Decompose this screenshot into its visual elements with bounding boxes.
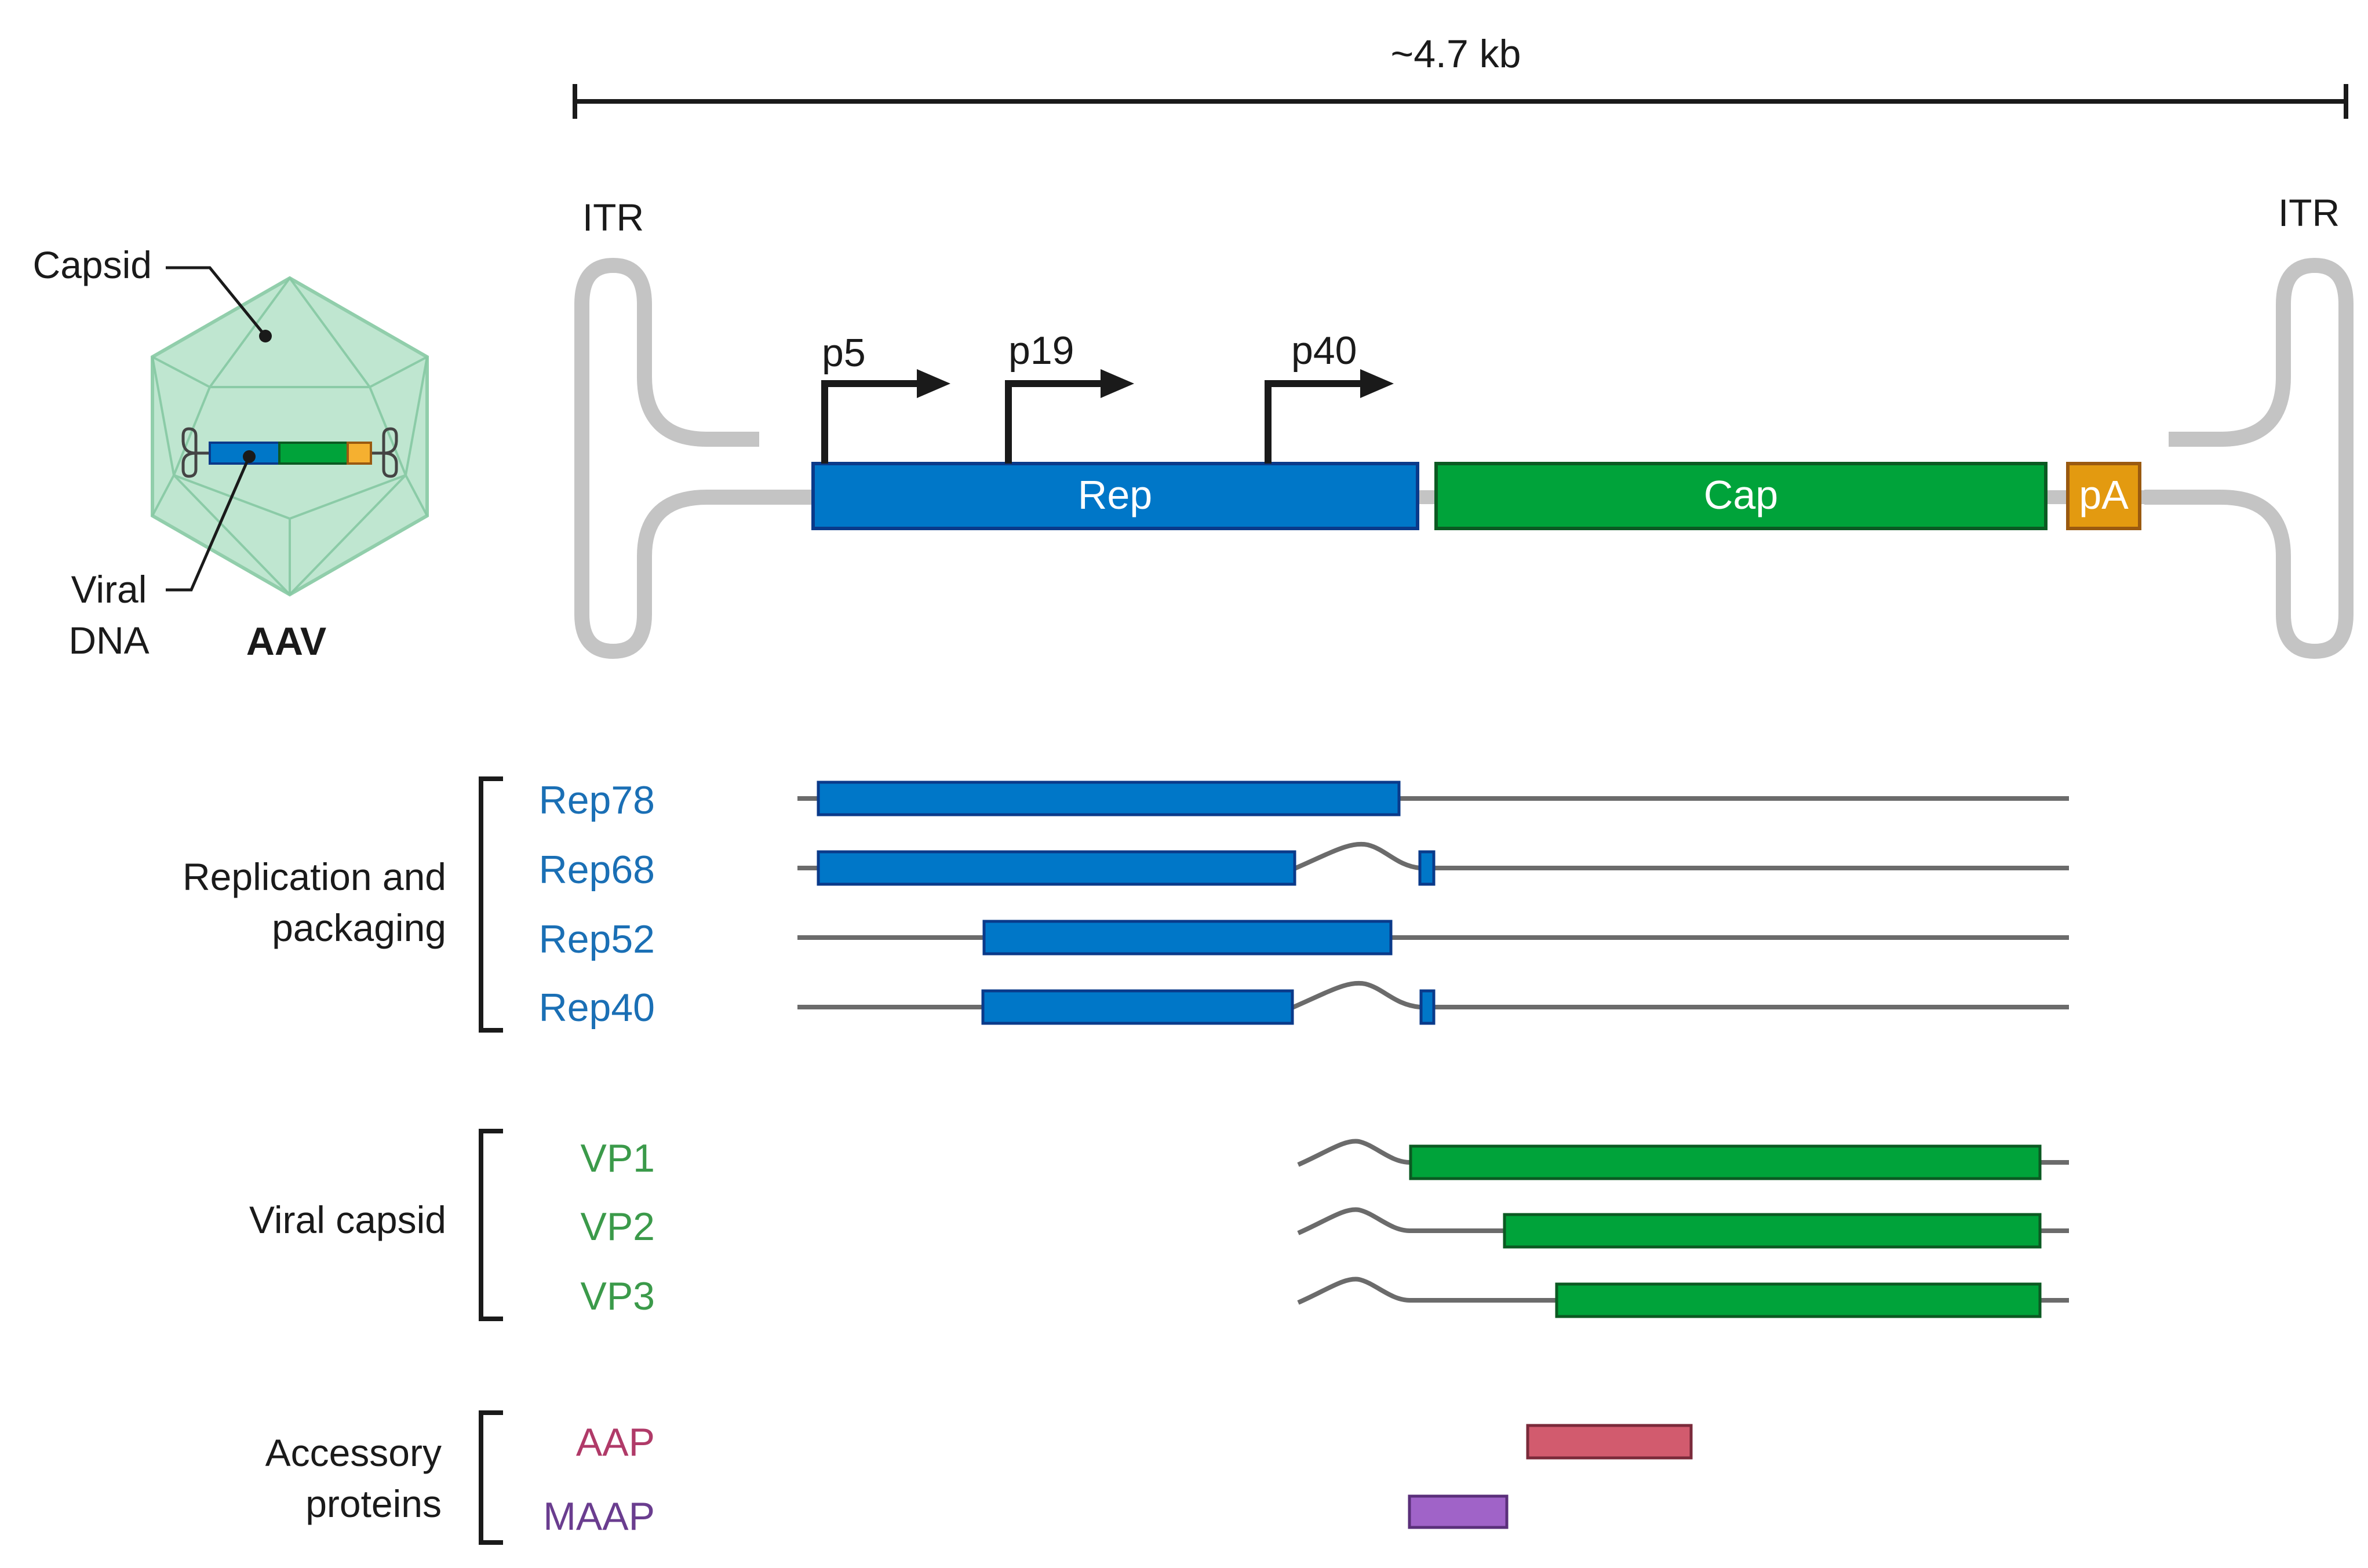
rep40-exon-2: [1419, 989, 1436, 1025]
aap-exon: [1526, 1424, 1693, 1460]
rep52-exon: [982, 920, 1393, 956]
promoter-p5-label: p5: [822, 331, 866, 375]
promoter-p19-arrowhead: [1101, 369, 1134, 398]
viral-dna-callout-dot: [243, 450, 256, 463]
vp2-label: VP2: [580, 1205, 655, 1249]
promoter-p40-arrow: [1265, 380, 1362, 464]
genome-map: ITR ITR Rep Cap pA p5 p19 p40: [574, 191, 2354, 659]
group-accessory-bracket: [479, 1410, 503, 1545]
itr-right-label: ITR: [2278, 191, 2340, 234]
transcript-labels: Rep78 Rep68 Rep52 Rep40 VP1 VP2 VP3 AAP …: [539, 778, 655, 1538]
viral-dna-label-line1: Viral: [71, 568, 147, 611]
aav-particle: Capsid Viral DNA AAV: [33, 243, 429, 663]
promoter-p5-arrow: [821, 380, 919, 464]
rep68-track: [797, 841, 2069, 870]
promoter-p5: p5: [821, 331, 950, 464]
aap-label: AAP: [576, 1420, 655, 1464]
rep40-track: [797, 980, 2069, 1009]
capsid-callout-line: [166, 266, 267, 337]
aav-label: AAV: [246, 619, 327, 663]
length-scale: ~4.7 kb: [573, 32, 2348, 119]
transcript-tracks: [797, 796, 2069, 1305]
capsid-label: Capsid: [33, 243, 152, 286]
capsid-facets: [151, 277, 428, 596]
mini-itr-right: [371, 427, 398, 478]
group-capsid-bracket: [479, 1129, 503, 1321]
rep52-label: Rep52: [539, 917, 655, 961]
cap-gene-box: [1434, 462, 2048, 530]
promoter-p5-arrowhead: [917, 369, 950, 398]
group-accessory-label-line2: proteins: [305, 1482, 442, 1525]
viral-dna-label-line2: DNA: [68, 619, 149, 662]
promoter-p40-arrowhead: [1360, 369, 1394, 398]
pa-box: [2066, 462, 2141, 530]
maap-exon: [1408, 1494, 1509, 1529]
mini-itr-left: [181, 427, 210, 478]
rep-gene-box: [811, 462, 1419, 530]
promoter-p19-arrow: [1005, 380, 1103, 464]
promoter-p19-label: p19: [1008, 329, 1074, 373]
group-replication-bracket: [479, 776, 503, 1033]
capsid-callout-dot: [259, 330, 272, 342]
itr-left-label: ITR: [582, 196, 644, 239]
group-accessory: Accessory proteins: [265, 1410, 503, 1545]
maap-label: MAAP: [543, 1494, 655, 1538]
itr-right-hairpin: [2144, 258, 2354, 659]
rep-gene-label: Rep: [1078, 472, 1152, 517]
rep40-label: Rep40: [539, 986, 655, 1030]
vp2-exon: [1503, 1213, 2042, 1249]
viral-dna-callout-line: [166, 456, 251, 592]
promoter-p40-label: p40: [1291, 329, 1357, 373]
group-accessory-label-line1: Accessory: [265, 1431, 442, 1474]
group-capsid-label: Viral capsid: [249, 1198, 446, 1241]
vp3-exon: [1555, 1282, 2042, 1318]
itr-left-hairpin: [574, 258, 811, 659]
group-replication-label-line1: Replication and: [183, 855, 446, 898]
cap-gene-label: Cap: [1704, 472, 1778, 517]
transcript-exons: [817, 781, 2042, 1529]
group-replication: Replication and packaging: [183, 776, 503, 1033]
rep78-exon: [817, 781, 1401, 816]
rep68-exon-2: [1418, 850, 1436, 886]
vp3-label: VP3: [580, 1274, 655, 1318]
promoter-p19: p19: [1005, 329, 1134, 464]
mini-pa-box: [347, 442, 372, 465]
rep78-label: Rep78: [539, 778, 655, 822]
mini-cap-box: [278, 442, 349, 465]
promoter-p40: p40: [1265, 329, 1394, 464]
group-replication-label-line2: packaging: [272, 906, 446, 949]
rep68-label: Rep68: [539, 848, 655, 892]
vp3-track: [1297, 1277, 2069, 1305]
vp2-track: [1297, 1207, 2069, 1235]
group-capsid: Viral capsid: [249, 1129, 503, 1321]
vp1-track: [1297, 1139, 2069, 1167]
mini-genome: [181, 427, 398, 478]
rep40-exon-1: [981, 989, 1294, 1025]
vp1-label: VP1: [580, 1136, 655, 1180]
vp1-exon: [1409, 1144, 2042, 1180]
length-label: ~4.7 kb: [1391, 32, 1521, 76]
rep68-exon-1: [817, 850, 1296, 886]
pa-label: pA: [2079, 472, 2129, 517]
